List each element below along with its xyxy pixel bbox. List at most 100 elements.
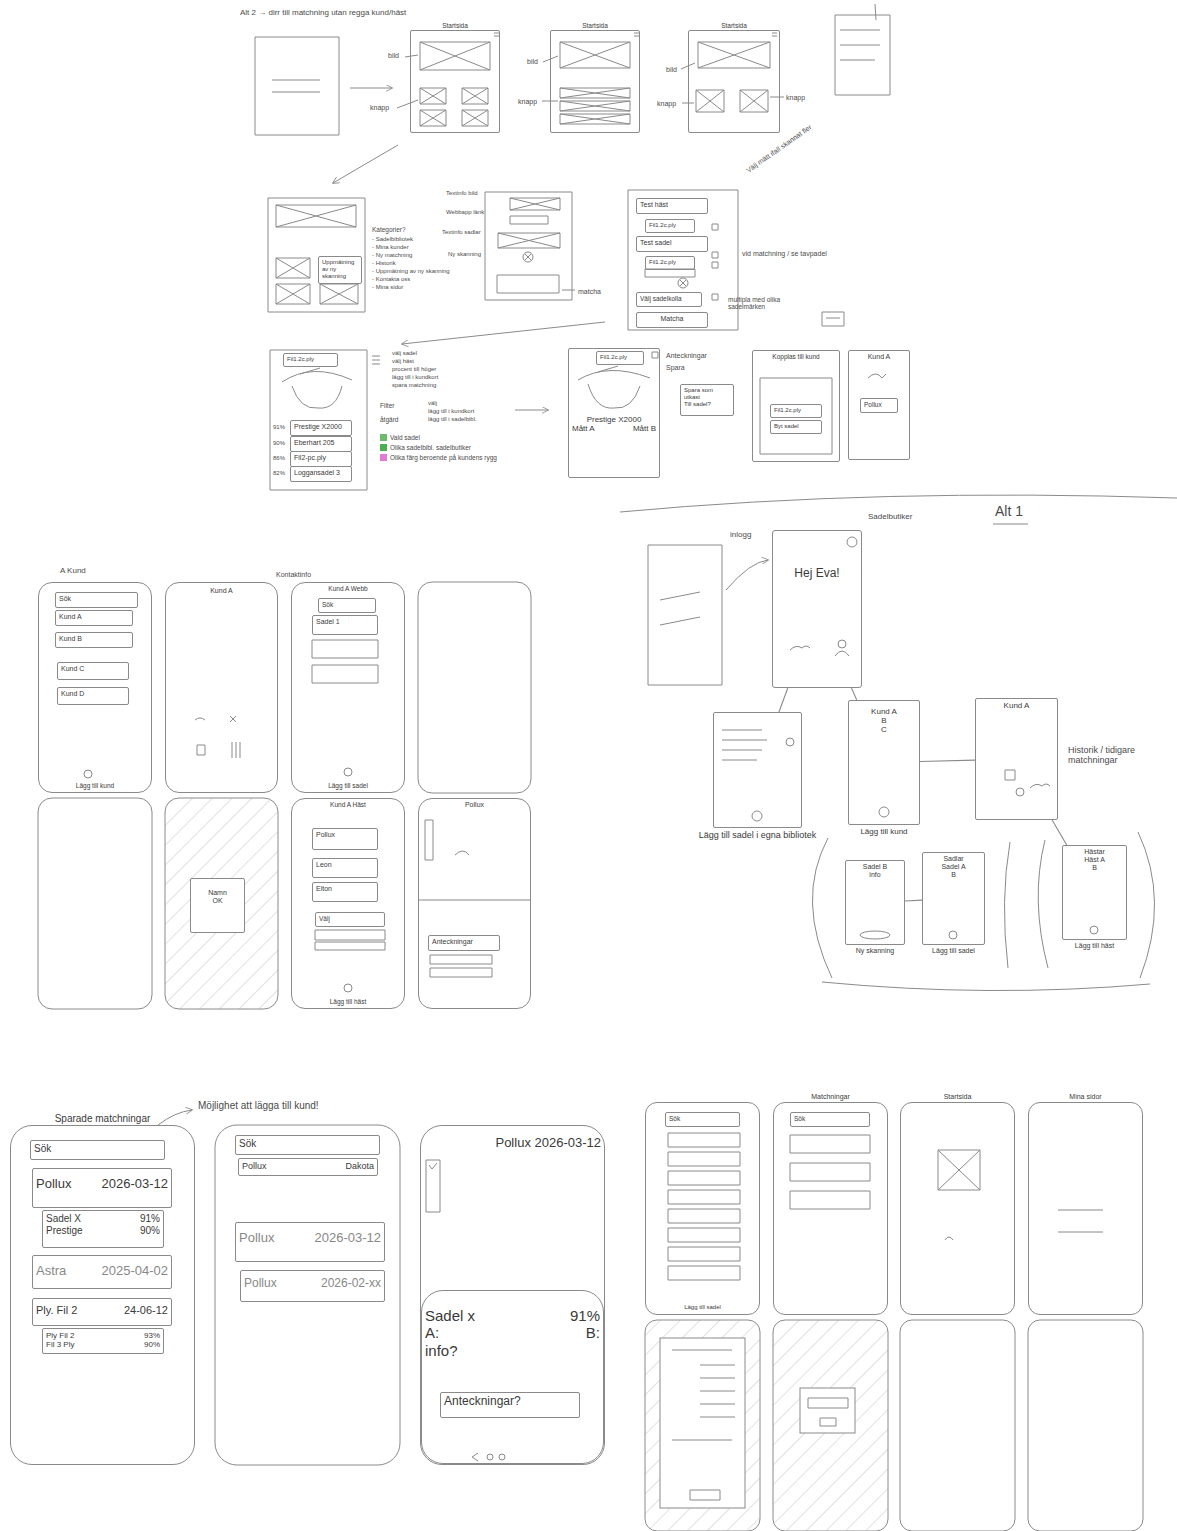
screen-text: 93% — [103, 1331, 160, 1340]
screen-frame: Lägg till sadelSök — [645, 1102, 760, 1315]
screen-text: Startsida — [669, 22, 799, 29]
annotation: 91% — [273, 424, 285, 431]
screen-frame: MatchningarSök — [773, 1102, 888, 1315]
screen-text: Sök — [59, 595, 134, 603]
annotation: - Mina kunder — [372, 244, 409, 251]
pager-dot — [499, 1454, 505, 1460]
annotation: Anteckningar — [666, 352, 707, 360]
legend-text: Olika sadelbibl. sadelbutiker — [390, 444, 471, 451]
add-button — [786, 738, 794, 746]
legend-swatch — [380, 434, 387, 441]
screen-text: C — [852, 725, 916, 734]
add-button — [344, 768, 352, 776]
popup — [800, 1388, 855, 1433]
annotation: vid matchning / se tavpadel — [742, 250, 827, 258]
screen-text: Elton — [316, 885, 374, 893]
screen-frame: Kund ABCLägg till kund — [848, 700, 920, 825]
screen-text: Lägg till kund — [829, 827, 939, 836]
screen-text: Leon — [316, 861, 374, 869]
annotation: Historik / tidigare matchningar — [1068, 745, 1168, 766]
annotation: Textinfo bild — [446, 190, 478, 197]
screen-text: Fil1.2c.ply — [600, 354, 640, 361]
screen-text: Pollux — [36, 1177, 71, 1192]
phone-frame — [773, 1320, 888, 1531]
screen-text: Kund A — [979, 701, 1054, 710]
annotation: Textinfo sadlar — [442, 229, 481, 236]
screen-text: 2026-03-12 — [315, 1231, 382, 1246]
screen-text: Mått B — [614, 424, 656, 433]
screen-frame: Startsida — [688, 30, 780, 133]
screen-text: 24-06-12 — [124, 1304, 168, 1317]
screen-text: Mått A — [572, 424, 614, 433]
screen-frame: Prestige X2000Mått AMått BFil1.2c.ply — [568, 348, 660, 478]
screen-element: Leon — [312, 858, 378, 878]
phone-frame — [215, 1125, 400, 1465]
screen-element: Kund D — [57, 687, 129, 705]
screen-text: Häst A — [1066, 856, 1123, 864]
screen-text: Uppmätning av ny skanning — [322, 259, 358, 280]
screen-frame: Test sadel — [636, 236, 708, 252]
legend-swatch — [380, 444, 387, 451]
annotation: - Sadelbibliotek — [372, 236, 413, 243]
screen-text: Fil 3 Ply — [46, 1340, 103, 1349]
screen-text: 2025-04-02 — [102, 1264, 169, 1279]
legend-row: Vald sadel — [380, 434, 420, 441]
screen-element: Byt sadel — [770, 420, 822, 434]
screen-frame: Fil1.2c.ply — [283, 353, 338, 367]
screen-frame: Lägg till kundSökKund AKund BKund CKund … — [38, 582, 152, 793]
screen-element: Sadel X91%Prestige90% — [42, 1210, 164, 1248]
button — [860, 931, 890, 939]
screen-text: Välj sadelkolla — [640, 295, 698, 302]
screen-frame: Loggansadel 3 — [290, 466, 352, 482]
saddle-sketch — [282, 366, 650, 408]
screen-text: Loggansadel 3 — [294, 469, 348, 477]
sketch-line — [672, 1350, 735, 1500]
screen-element: Sadel x91%A:B:info?Anteckningar? — [421, 1290, 604, 1464]
sketch-line — [660, 592, 1050, 788]
connector — [779, 688, 788, 712]
screen-text: Prestige X2000 — [294, 423, 348, 431]
screen-frame: PolluxAnteckningar — [418, 798, 531, 1009]
annotation: Filter — [380, 402, 394, 409]
screen-element: Kund B — [55, 632, 133, 648]
screen-frame: Test häst — [636, 198, 708, 214]
screen-frame: NamnOK — [190, 878, 245, 933]
screen-text: info? — [425, 1342, 513, 1359]
screen-text: Pollux — [864, 401, 894, 408]
menu-icon — [372, 312, 886, 378]
screen-text: Spara som utkast — [684, 387, 730, 401]
add-button — [879, 807, 889, 817]
annotation: - Historik — [372, 260, 396, 267]
screen-text: Kund A Häst — [295, 801, 401, 808]
screen-frame: Uppmätning av ny skanning — [318, 256, 362, 284]
screen-element: Kund C — [57, 662, 129, 680]
screen-text: info — [849, 871, 901, 879]
annotation: Alt 1 — [995, 503, 1023, 519]
sketch-line — [272, 30, 880, 293]
screen-element: Fil1.2c.ply — [770, 404, 822, 418]
annotation: knapp — [370, 104, 389, 112]
close-icon — [523, 252, 533, 262]
screen-element: Sök — [30, 1140, 165, 1160]
annotation: Kontaktinfo — [276, 571, 311, 579]
screen-frame: Pollux2026-02-xx — [240, 1270, 385, 1302]
annotation: Kategorier? — [372, 226, 406, 233]
screen-element: Sadel 1 — [312, 615, 378, 635]
screen-text: Kund A — [852, 707, 916, 716]
phone-frame — [418, 582, 531, 793]
screen-element: Anteckningar? — [440, 1392, 580, 1418]
screen-element: Kund A — [55, 610, 133, 626]
screen-text: Kund A — [852, 353, 906, 361]
connector — [905, 900, 922, 902]
phone-frame — [645, 1320, 760, 1531]
screen-frame: Kopplas till kundFil1.2c.plyByt sadel — [752, 350, 840, 462]
screen-frame: Matcha — [636, 312, 708, 328]
screen-text: Sadel A — [926, 863, 981, 871]
screen-element: Anteckningar — [428, 935, 500, 951]
screen-text: Kund A — [59, 613, 129, 621]
screen-text: Sparade matchningar — [0, 1113, 214, 1125]
screen-element: Ply. Fil 224-06-12 — [32, 1298, 172, 1326]
add-button — [949, 931, 957, 939]
screen-text: A: — [425, 1324, 513, 1341]
screen-frame: Kund A Pollux — [848, 350, 910, 460]
